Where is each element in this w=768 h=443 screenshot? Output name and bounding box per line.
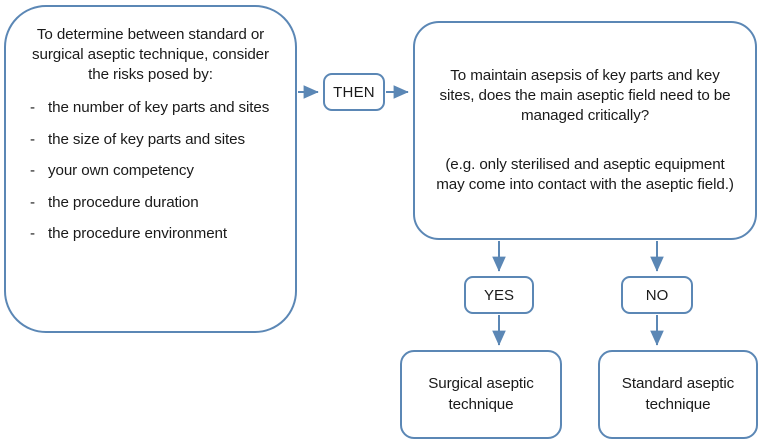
- bullet-dash-icon: -: [30, 99, 35, 117]
- list-item-label: the procedure duration: [48, 193, 199, 211]
- aseptic-field-question-box: To maintain asepsis of key parts and key…: [413, 21, 757, 240]
- question-text: To maintain asepsis of key parts and key…: [439, 67, 731, 125]
- risk-considerations-heading: To determine between standard or surgica…: [31, 26, 269, 83]
- risk-factor-list: - the number of key parts and sites - th…: [20, 98, 281, 255]
- list-item: - the number of key parts and sites: [26, 98, 281, 117]
- outcome-standard-label: Standard aseptic technique: [621, 375, 735, 413]
- bullet-dash-icon: -: [30, 130, 35, 148]
- decision-no-box: NO: [621, 276, 693, 314]
- outcome-surgical-label: Surgical aseptic technique: [428, 375, 534, 413]
- list-item-label: the number of key parts and sites: [48, 99, 270, 117]
- bullet-dash-icon: -: [30, 225, 35, 243]
- then-connector-box: THEN: [323, 73, 385, 111]
- list-item: - your own competency: [26, 161, 281, 180]
- list-item-label: the size of key parts and sites: [48, 130, 245, 148]
- decision-yes-label: YES: [483, 286, 514, 304]
- list-item: - the procedure environment: [26, 224, 281, 243]
- question-example-text: (e.g. only sterilised and aseptic equipm…: [436, 155, 734, 193]
- outcome-standard-box: Standard aseptic technique: [598, 350, 758, 439]
- outcome-surgical-box: Surgical aseptic technique: [400, 350, 562, 439]
- decision-yes-box: YES: [464, 276, 534, 314]
- decision-no-label: NO: [645, 286, 669, 304]
- risk-considerations-box: To determine between standard or surgica…: [4, 5, 297, 333]
- list-item: - the size of key parts and sites: [26, 130, 281, 149]
- bullet-dash-icon: -: [30, 193, 35, 211]
- list-item-label: your own competency: [48, 162, 194, 180]
- bullet-dash-icon: -: [30, 162, 35, 180]
- list-item: - the procedure duration: [26, 193, 281, 212]
- list-item-label: the procedure environment: [48, 225, 228, 243]
- then-label: THEN: [333, 83, 375, 101]
